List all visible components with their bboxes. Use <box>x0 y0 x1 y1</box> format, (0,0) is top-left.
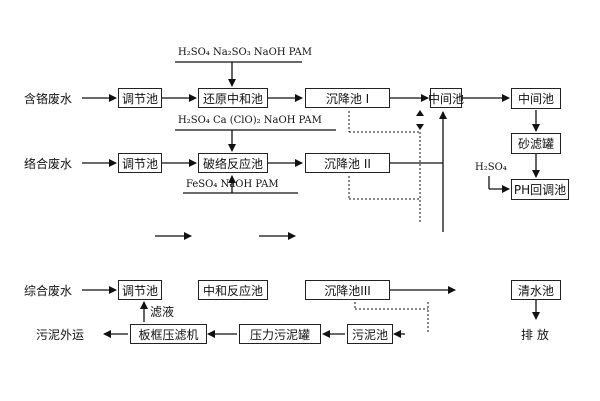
sedimentation-tank-1: 沉降池 I <box>305 88 390 108</box>
discharge-label: 排 放 <box>521 328 549 342</box>
reagents-row1: H₂SO₄ Na₂SO₃ NaOH PAM <box>178 47 313 58</box>
reagent-ph-acid: H₂SO₄ <box>475 162 507 173</box>
sludge-tank: 污泥池 <box>347 324 393 344</box>
decomplexation-reaction-tank: 破络反应池 <box>198 153 268 173</box>
reagents-row3: FeSO₄ NaOH PAM <box>186 179 279 190</box>
ph-adjustment-tank: PH回调池 <box>511 179 569 200</box>
plate-frame-filter-press: 板框压滤机 <box>130 324 207 344</box>
filtrate-label: 滤液 <box>150 305 175 319</box>
sludge-outbound-label: 污泥外运 <box>36 328 85 342</box>
input-mixed-wastewater: 综合废水 <box>24 284 73 298</box>
input-chromium-wastewater: 含铬废水 <box>24 92 73 106</box>
sedimentation-tank-3: 沉降池III <box>305 280 390 300</box>
neutralization-reaction-tank: 中和反应池 <box>198 280 268 300</box>
reagents-row2: H₂SO₄ Ca (ClO)₂ NaOH PAM <box>178 115 322 126</box>
pressure-sludge-tank: 压力污泥罐 <box>239 324 321 344</box>
input-complex-wastewater: 络合废水 <box>24 157 73 171</box>
intermediate-tank-1: 中间池 <box>428 88 464 108</box>
regulating-tank-1: 调节池 <box>118 88 162 108</box>
regulating-tank-3: 调节池 <box>118 280 162 300</box>
sedimentation-tank-2: 沉降池 II <box>305 153 390 173</box>
regulating-tank-2: 调节池 <box>118 153 162 173</box>
reduction-neutralization-tank: 还原中和池 <box>198 88 268 108</box>
intermediate-tank-2: 中间池 <box>511 88 561 109</box>
sand-filter-tank: 砂滤罐 <box>511 133 561 154</box>
clear-water-tank: 清水池 <box>511 280 561 300</box>
